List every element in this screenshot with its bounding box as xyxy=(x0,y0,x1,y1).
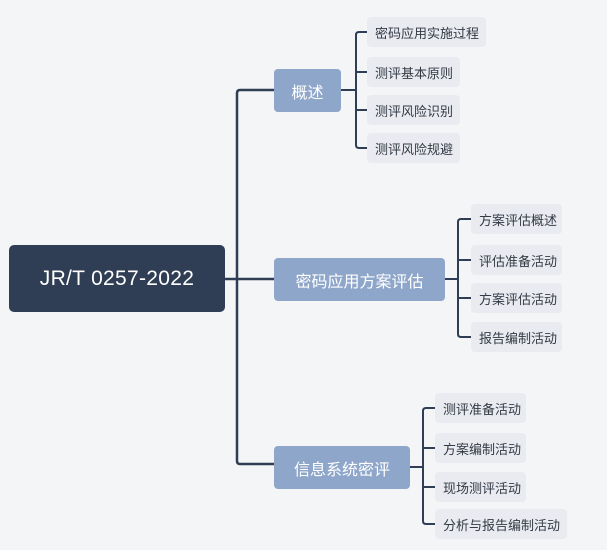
leaf-node-label: 方案评估活动 xyxy=(479,292,558,308)
connector-branch-1-leaves xyxy=(340,31,368,149)
leaf-node[interactable]: 测评风险识别 xyxy=(367,95,460,125)
root-node[interactable]: JR/T 0257-2022 xyxy=(9,245,225,312)
branch-node-label: 概述 xyxy=(291,82,324,102)
leaf-node-label: 密码应用实施过程 xyxy=(375,26,480,42)
branch-node-scheme-evaluation[interactable]: 密码应用方案评估 xyxy=(274,258,445,301)
root-node-label: JR/T 0257-2022 xyxy=(39,266,195,290)
leaf-node-label: 测评风险规避 xyxy=(375,142,454,158)
leaf-node-label: 方案编制活动 xyxy=(443,442,522,458)
leaf-node[interactable]: 方案评估活动 xyxy=(471,283,562,313)
leaf-node[interactable]: 方案评估概述 xyxy=(471,204,562,234)
leaf-node[interactable]: 测评基本原则 xyxy=(367,57,460,87)
leaf-node[interactable]: 测评准备活动 xyxy=(435,393,526,423)
leaf-node-label: 分析与报告编制活动 xyxy=(443,518,561,534)
branch-node-system-assessment[interactable]: 信息系统密评 xyxy=(274,446,410,489)
leaf-node-label: 现场测评活动 xyxy=(443,481,522,497)
leaf-node[interactable]: 方案编制活动 xyxy=(435,433,526,463)
leaf-node-label: 评估准备活动 xyxy=(479,254,558,270)
leaf-node[interactable]: 评估准备活动 xyxy=(471,245,562,275)
connector-branch-2-leaves xyxy=(444,218,472,338)
branch-node-overview[interactable]: 概述 xyxy=(274,69,341,112)
leaf-node[interactable]: 密码应用实施过程 xyxy=(367,17,486,47)
connector-branch-3-leaves xyxy=(409,407,436,525)
leaf-node-label: 测评准备活动 xyxy=(443,402,522,418)
leaf-node[interactable]: 报告编制活动 xyxy=(471,322,562,352)
leaf-node-label: 测评基本原则 xyxy=(375,66,454,82)
branch-node-label: 信息系统密评 xyxy=(293,459,390,479)
leaf-node-label: 测评风险识别 xyxy=(375,104,454,120)
leaf-node-label: 方案评估概述 xyxy=(479,213,558,229)
leaf-node[interactable]: 分析与报告编制活动 xyxy=(435,509,567,539)
leaf-node[interactable]: 测评风险规避 xyxy=(367,133,460,163)
connector-root-to-branches xyxy=(223,88,276,466)
leaf-node-label: 报告编制活动 xyxy=(479,331,558,347)
branch-node-label: 密码应用方案评估 xyxy=(295,271,424,291)
leaf-node[interactable]: 现场测评活动 xyxy=(435,472,526,502)
